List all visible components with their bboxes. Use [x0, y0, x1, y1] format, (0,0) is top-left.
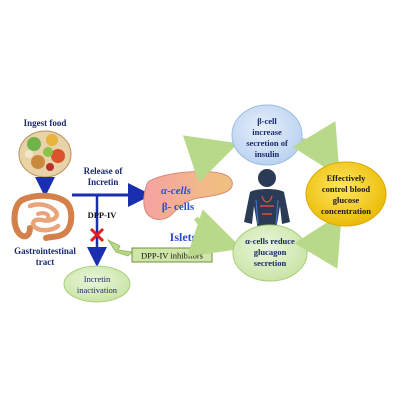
alpha-bubble-line2: glucagon	[254, 247, 287, 257]
alpha-to-effect-arrow	[294, 213, 342, 269]
beta-to-effect-arrow	[292, 121, 340, 177]
effect-glucose-bubble	[305, 161, 387, 227]
inhibitor-arrow	[106, 238, 133, 257]
alpha-bubble-line3: secretion	[254, 258, 287, 268]
effect-bubble-line1: Effectively	[327, 173, 366, 183]
dpp-iv-inhibitors-label: DPP-IV inhibitors	[141, 251, 203, 261]
effect-bubble-line3: glucose	[333, 195, 360, 205]
effect-bubble-line4: concentration	[321, 206, 371, 216]
ingest-food-label: Ingest food	[24, 118, 67, 128]
beta-cells-label: β- cells	[162, 201, 195, 213]
islets-label: Islets	[170, 230, 197, 244]
inhibition-cross-icon	[89, 227, 105, 243]
release-label-line2: Incretin	[88, 177, 119, 187]
human-body-icon	[244, 169, 290, 230]
alpha-bubble-line1: α-cells reduce	[245, 236, 295, 246]
effect-bubble-line2: control blood	[322, 184, 371, 194]
incretin-inactivation-bubble	[63, 265, 131, 303]
gastrointestinal-tract-icon	[11, 192, 75, 241]
beta-bubble-line4: insulin	[255, 149, 280, 159]
islets-to-beta-arrow	[182, 135, 239, 183]
food-plate-icon	[18, 130, 72, 178]
beta-bubble-line2: increase	[252, 127, 282, 137]
beta-bubble-line3: secretion of	[246, 138, 288, 148]
gi-tract-label-line2: tract	[36, 257, 54, 267]
inactivation-label-line2: inactivation	[77, 285, 118, 295]
dpp-iv-label: DPP-IV	[88, 210, 118, 220]
release-label-line1: Release of	[84, 166, 124, 176]
beta-bubble-line1: β-cell	[257, 116, 277, 126]
islets-to-alpha-arrow	[186, 209, 243, 257]
inactivation-label-line1: Incretin	[84, 274, 111, 284]
gi-tract-label-line1: Gastrointestinal	[14, 246, 76, 256]
alpha-cells-label: α-cells	[161, 185, 191, 197]
